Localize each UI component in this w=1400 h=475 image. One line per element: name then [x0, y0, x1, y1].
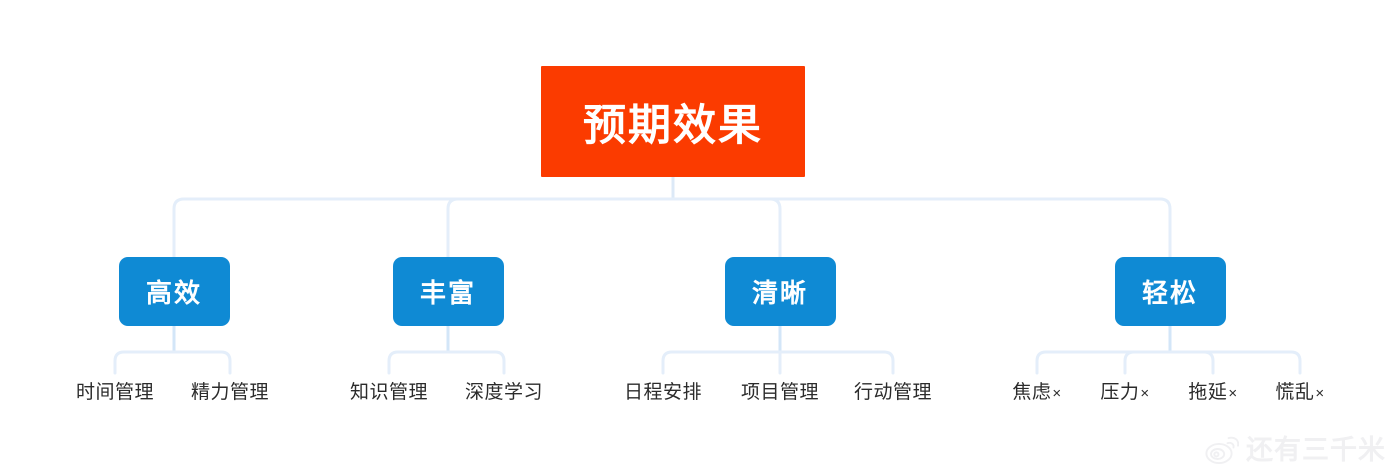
leaf-label-text: 慌乱	[1275, 382, 1315, 403]
branch-to-leaf-connector	[446, 350, 506, 375]
leaf-label[interactable]: 精力管理	[191, 377, 269, 404]
root-node-label: 预期效果	[583, 101, 763, 150]
root-to-branch-connector	[671, 197, 782, 259]
branch-node-label: 清晰	[751, 278, 808, 308]
root-node[interactable]: 预期效果	[541, 66, 805, 177]
leaf-label[interactable]: 拖延×	[1188, 377, 1237, 404]
leaf-label[interactable]: 日程安排	[624, 377, 702, 404]
leaf-cross-mark: ×	[1315, 385, 1325, 402]
leaf-label-text: 焦虑	[1012, 382, 1052, 403]
root-to-branch-connector	[172, 197, 675, 259]
branch-node-label: 丰富	[419, 278, 476, 308]
branch-to-leaf-connector	[172, 350, 232, 375]
leaf-label-text: 项目管理	[740, 382, 820, 403]
leaf-label-text: 时间管理	[75, 382, 155, 403]
branch-to-leaf-connector	[1168, 350, 1215, 375]
leaf-label[interactable]: 深度学习	[465, 377, 543, 404]
leaf-label[interactable]: 行动管理	[854, 377, 932, 404]
leaf-cross-mark: ×	[1052, 385, 1062, 402]
branch-node[interactable]: 清晰	[724, 257, 836, 326]
leaf-label[interactable]: 焦虑×	[1012, 377, 1061, 404]
watermark-text: 还有三千米	[1246, 434, 1386, 465]
watermark: 还有三千米	[1205, 435, 1386, 465]
branch-to-leaf-connector	[778, 350, 895, 375]
leaf-label-text: 行动管理	[853, 382, 933, 403]
leaf-cross-mark: ×	[1140, 385, 1150, 402]
weibo-logo-icon	[1205, 435, 1239, 465]
branch-node-label: 轻松	[1141, 278, 1198, 308]
leaf-label[interactable]: 慌乱×	[1275, 377, 1324, 404]
leaf-label-text: 日程安排	[623, 382, 703, 403]
root-to-branch-connector	[671, 197, 1172, 259]
branch-node[interactable]: 轻松	[1114, 257, 1226, 326]
branch-node-label: 高效	[145, 278, 202, 308]
leaf-label-text: 拖延	[1188, 382, 1228, 403]
leaf-label[interactable]: 知识管理	[350, 377, 428, 404]
leaf-cross-mark: ×	[1228, 385, 1238, 402]
branch-to-leaf-connector	[1035, 350, 1172, 375]
leaf-label-text: 深度学习	[464, 382, 544, 403]
root-to-branch-connector	[446, 197, 675, 259]
branch-node[interactable]: 丰富	[392, 257, 504, 326]
leaf-label-text: 精力管理	[190, 382, 270, 403]
branch-to-leaf-connector	[387, 350, 450, 375]
branch-to-leaf-connector	[1123, 350, 1172, 375]
leaf-label-text: 知识管理	[349, 382, 429, 403]
leaf-label[interactable]: 时间管理	[76, 377, 154, 404]
branch-to-leaf-connector	[113, 350, 176, 375]
leaf-label[interactable]: 压力×	[1100, 377, 1149, 404]
branch-to-leaf-connector	[1168, 350, 1302, 375]
branch-to-leaf-connector	[661, 350, 782, 375]
branch-node[interactable]: 高效	[118, 257, 230, 326]
leaf-label-text: 压力	[1100, 382, 1140, 403]
leaf-label[interactable]: 项目管理	[741, 377, 819, 404]
